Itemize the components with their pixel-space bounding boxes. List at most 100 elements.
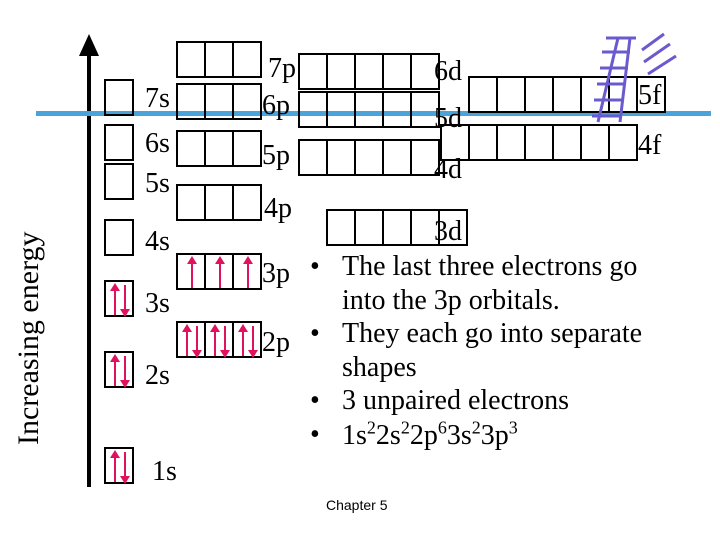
orbital-box: [104, 280, 134, 317]
config-term: 2p6: [409, 417, 447, 452]
orbital-box: [354, 91, 384, 128]
spin-down-arrow: [192, 326, 202, 358]
orbital-box: [204, 253, 234, 290]
orbital-4f: [440, 124, 638, 161]
orbital-box: [496, 124, 526, 161]
orbital-2s: [104, 351, 134, 388]
orbital-box: [410, 53, 440, 90]
orbital-box: [232, 253, 262, 290]
energy-axis-label: Increasing energy: [12, 231, 45, 445]
orbital-box: [104, 447, 134, 484]
orbital-box: [232, 130, 262, 167]
orbital-box: [496, 76, 526, 113]
orbital-box: [524, 76, 554, 113]
label-3d: 3d: [434, 216, 462, 247]
spin-up-arrow: [182, 324, 192, 356]
spin-down-arrow: [248, 326, 258, 358]
orbital-4d: [298, 139, 440, 176]
orbital-box: [524, 124, 554, 161]
label-6d: 6d: [434, 56, 462, 87]
orbital-box: [608, 124, 638, 161]
orbital-box: [382, 139, 412, 176]
orbital-box: [354, 139, 384, 176]
orbital-box: [232, 83, 262, 120]
orbital-box: [382, 53, 412, 90]
orbital-1s: [104, 447, 134, 484]
orbital-box: [232, 41, 262, 78]
orbital-box: [204, 184, 234, 221]
orbital-box: [176, 253, 206, 290]
orbital-box: [552, 124, 582, 161]
label-5d: 5d: [434, 103, 462, 134]
label-2p: 2p: [262, 327, 290, 358]
orbital-7p: [176, 41, 262, 78]
note-item: They each go into separate shapes: [310, 317, 650, 384]
orbital-6s: [104, 124, 134, 161]
config-term: 1s2: [342, 417, 376, 452]
orbital-box: [410, 91, 440, 128]
label-1s: 1s: [152, 456, 177, 487]
orbital-box: [204, 321, 234, 358]
spin-up-arrow: [110, 283, 120, 315]
orbital-box: [468, 76, 498, 113]
orbital-box: [176, 83, 206, 120]
orbital-box: [176, 130, 206, 167]
spin-up-arrow: [210, 324, 220, 356]
orbital-3s: [104, 280, 134, 317]
label-5p: 5p: [262, 140, 290, 171]
orbital-4p: [176, 184, 262, 221]
spin-down-arrow: [120, 452, 130, 484]
orbital-box: [176, 184, 206, 221]
notes-list: The last three electrons go into the 3p …: [310, 250, 650, 453]
orbital-box: [636, 76, 666, 113]
spin-up-arrow: [243, 256, 253, 288]
spin-up-arrow: [110, 354, 120, 386]
note-item: 3 unpaired electrons: [310, 384, 650, 418]
config-term: 3s2: [446, 417, 481, 452]
spin-down-arrow: [120, 356, 130, 388]
label-6p: 6p: [262, 90, 290, 121]
orbital-box: [104, 351, 134, 388]
label-4p: 4p: [264, 193, 292, 224]
orbital-5p: [176, 130, 262, 167]
orbital-6d: [298, 53, 440, 90]
orbital-box: [298, 53, 328, 90]
orbital-box: [326, 209, 356, 246]
orbital-box: [298, 91, 328, 128]
highlight-line: [36, 111, 711, 116]
spin-up-arrow: [187, 256, 197, 288]
orbital-box: [382, 91, 412, 128]
orbital-box: [580, 124, 610, 161]
orbital-box: [104, 79, 134, 116]
orbital-box: [204, 41, 234, 78]
orbital-3p: [176, 253, 262, 290]
label-5f: 5f: [638, 80, 662, 111]
label-7s: 7s: [145, 83, 170, 114]
orbital-box: [326, 53, 356, 90]
orbital-box: [104, 219, 134, 256]
orbital-box: [354, 53, 384, 90]
energy-axis-arrowhead: [79, 34, 99, 56]
orbital-6p: [176, 83, 262, 120]
orbital-box: [104, 124, 134, 161]
electron-configuration: 1s22s22p63s23p3: [310, 418, 650, 453]
label-4f: 4f: [638, 130, 662, 161]
orbital-5f: [468, 76, 666, 113]
orbital-box: [232, 184, 262, 221]
orbital-box: [176, 321, 206, 358]
label-3s: 3s: [145, 288, 170, 319]
orbital-box: [204, 130, 234, 167]
orbital-box: [382, 209, 412, 246]
orbital-box: [468, 124, 498, 161]
label-6s: 6s: [145, 128, 170, 159]
spin-down-arrow: [220, 326, 230, 358]
orbital-box: [440, 124, 470, 161]
orbital-box: [232, 321, 262, 358]
label-4s: 4s: [145, 226, 170, 257]
note-item: The last three electrons go into the 3p …: [310, 250, 650, 317]
orbital-box: [176, 41, 206, 78]
label-2s: 2s: [145, 360, 170, 391]
orbital-box: [298, 139, 328, 176]
orbital-2p: [176, 321, 262, 358]
energy-axis-line: [87, 52, 91, 487]
